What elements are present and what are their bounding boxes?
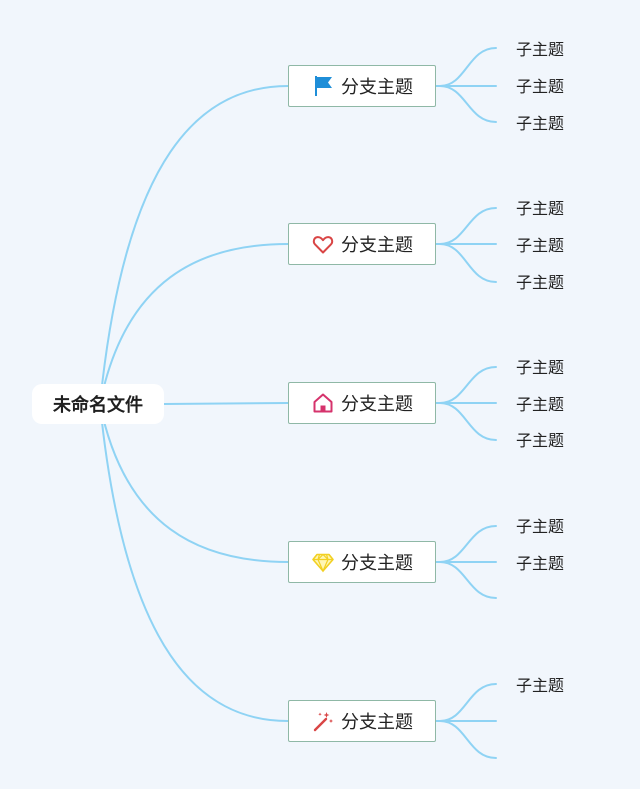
branch-topic-5[interactable]: 分支主题 xyxy=(288,700,436,742)
sub-connector xyxy=(439,525,497,563)
branch-topic-label: 分支主题 xyxy=(341,394,413,415)
heart-icon xyxy=(311,232,335,256)
subtopic-1-3[interactable]: 子主题 xyxy=(516,114,565,133)
subtopic-3-3[interactable]: 子主题 xyxy=(516,431,565,450)
branch-topic-label: 分支主题 xyxy=(341,712,413,733)
branch-topic-3[interactable]: 分支主题 xyxy=(288,382,436,424)
sub-connector xyxy=(439,47,497,87)
sub-connector xyxy=(439,366,497,404)
sub-connector xyxy=(439,720,497,759)
sub-connector xyxy=(439,243,497,283)
subtopic-4-1[interactable]: 子主题 xyxy=(516,517,565,536)
branch-topic-2[interactable]: 分支主题 xyxy=(288,223,436,265)
branch-topic-4[interactable]: 分支主题 xyxy=(288,541,436,583)
branch-topic-label: 分支主题 xyxy=(341,235,413,256)
root-connector xyxy=(99,243,289,405)
sub-connector xyxy=(439,683,497,722)
root-connector xyxy=(163,402,289,405)
home-icon xyxy=(311,391,335,415)
sub-connector xyxy=(439,402,497,441)
subtopic-4-2[interactable]: 子主题 xyxy=(516,554,565,573)
subtopic-3-2[interactable]: 子主题 xyxy=(516,395,565,414)
branch-topic-label: 分支主题 xyxy=(341,77,413,98)
branch-topic-label: 分支主题 xyxy=(341,553,413,574)
central-topic[interactable]: 未命名文件 xyxy=(32,384,164,424)
flag-icon xyxy=(311,74,335,98)
subtopic-2-1[interactable]: 子主题 xyxy=(516,199,565,218)
subtopic-3-1[interactable]: 子主题 xyxy=(516,358,565,377)
subtopic-2-2[interactable]: 子主题 xyxy=(516,236,565,255)
sub-connector xyxy=(439,561,497,599)
subtopic-2-3[interactable]: 子主题 xyxy=(516,273,565,292)
root-connector xyxy=(99,403,289,563)
magic-wand-icon xyxy=(311,709,335,733)
sub-connector xyxy=(439,85,497,123)
root-connector xyxy=(99,403,289,722)
subtopic-1-2[interactable]: 子主题 xyxy=(516,77,565,96)
subtopic-5-1[interactable]: 子主题 xyxy=(516,676,565,695)
sub-connector xyxy=(439,207,497,245)
central-topic-label: 未命名文件 xyxy=(53,395,143,416)
diamond-icon xyxy=(311,550,335,574)
root-connector xyxy=(99,85,289,405)
subtopic-1-1[interactable]: 子主题 xyxy=(516,40,565,59)
branch-topic-1[interactable]: 分支主题 xyxy=(288,65,436,107)
